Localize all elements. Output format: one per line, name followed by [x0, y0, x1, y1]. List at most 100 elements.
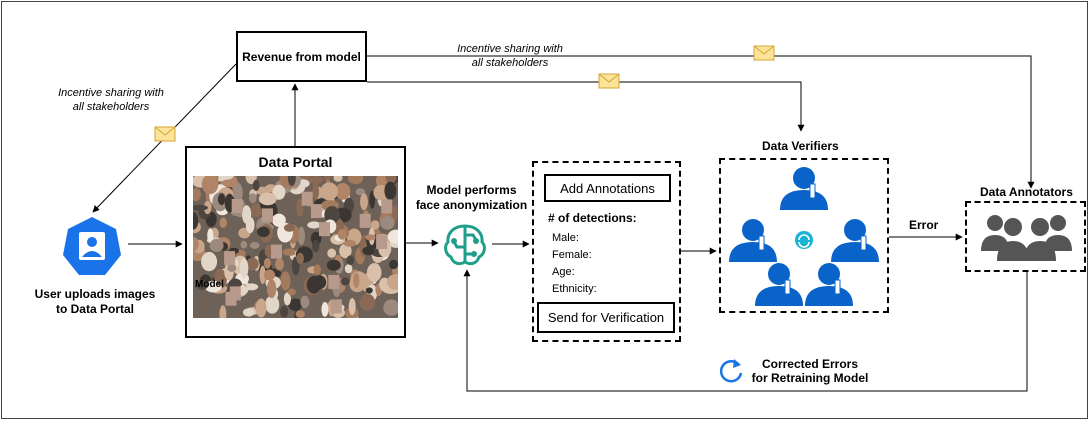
crowd-blob — [282, 248, 297, 256]
crowd-blob — [250, 203, 263, 218]
data-verifiers-title: Data Verifiers — [762, 139, 839, 153]
incentive-label-top: Incentive sharing with all stakeholders — [440, 42, 580, 70]
crowd-blob — [391, 205, 398, 223]
user-upload-label: User uploads images to Data Portal — [20, 287, 170, 317]
crowd-blob — [288, 298, 303, 311]
data-verifiers-node — [719, 158, 889, 313]
crowd-blob — [383, 299, 398, 316]
detections-header: # of detections: — [548, 211, 637, 225]
crowd-blob — [219, 305, 227, 318]
verifier-group — [729, 167, 879, 306]
crowd-blob — [360, 193, 368, 211]
crowd-blob — [283, 292, 291, 306]
incentive-label-top-line2: all stakeholders — [471, 57, 549, 69]
blurred-face — [224, 251, 236, 266]
data-annotators-title: Data Annotators — [980, 185, 1073, 199]
crowd-blob — [209, 239, 224, 252]
send-for-verification-button[interactable]: Send for Verification — [537, 302, 675, 333]
crowd-blob — [207, 228, 214, 243]
crowd-blob — [243, 308, 255, 317]
crowd-blob — [321, 302, 329, 317]
crowd-blob — [196, 280, 209, 290]
model-brain-icon — [444, 224, 486, 266]
crowd-blob — [227, 264, 237, 272]
revenue-node: Revenue from model — [236, 31, 367, 82]
crowd-blob — [343, 239, 356, 247]
crowd-blob — [233, 182, 243, 203]
blurred-face — [231, 199, 243, 213]
crowd-blob — [313, 264, 321, 276]
crowd-blob — [312, 182, 319, 200]
envelope-icon — [753, 45, 775, 61]
crowd-blob — [362, 246, 375, 256]
crowd-blob — [346, 255, 355, 265]
crowd-blob — [246, 257, 259, 271]
crowd-blob — [249, 241, 260, 249]
crowd-blob — [324, 206, 340, 224]
crowd-blob — [280, 305, 289, 318]
add-annotations-button[interactable]: Add Annotations — [544, 174, 671, 202]
blurred-face — [330, 299, 342, 314]
crowd-blob — [193, 204, 208, 211]
crowd-blob — [242, 205, 252, 224]
crowd-blob — [275, 258, 284, 271]
incentive-label-left: Incentive sharing with all stakeholders — [46, 86, 176, 114]
user-upload-label-line1: User uploads images — [34, 287, 156, 301]
data-portal-title: Data Portal — [258, 154, 333, 170]
crowd-blob — [348, 298, 356, 316]
verifier-person-icon — [780, 167, 828, 210]
crowd-blob — [297, 226, 305, 246]
crowd-blob — [265, 295, 280, 314]
user-upload-label-line2: to Data Portal — [55, 302, 134, 316]
crowd-blob — [344, 264, 353, 274]
crowd-blob — [370, 220, 380, 230]
blurred-face — [262, 208, 273, 223]
verifier-person-icon — [831, 219, 879, 262]
crowd-blob — [320, 182, 338, 201]
blurred-face — [310, 204, 322, 219]
crowd-blob — [365, 234, 376, 241]
crowd-blob — [267, 279, 277, 299]
blurred-face — [225, 291, 237, 306]
crowd-blob — [259, 265, 266, 285]
data-annotators-node — [965, 201, 1086, 272]
envelope-icon — [154, 126, 176, 142]
crowd-blob — [327, 248, 337, 258]
crowd-blob — [249, 193, 257, 204]
annotation-panel: Add Annotations # of detections: Male: F… — [532, 161, 681, 342]
blurred-face — [376, 235, 388, 249]
field-ethnicity: Ethnicity: — [552, 283, 597, 295]
corrected-errors-label: Corrected Errors for Retraining Model — [745, 357, 875, 385]
crowd-blob — [239, 284, 247, 296]
data-portal-node: Data Portal Model — [185, 146, 406, 338]
crowd-blob — [353, 273, 360, 288]
crowd-blob — [385, 176, 397, 184]
crowd-image — [193, 176, 398, 318]
crowd-blob — [326, 259, 341, 271]
crowd-blob — [258, 192, 277, 206]
crowd-blob — [287, 288, 296, 296]
crowd-blob — [295, 310, 305, 318]
blurred-face — [271, 244, 282, 259]
crowd-blob — [340, 277, 350, 286]
crowd-blob — [201, 251, 218, 272]
crowd-blob — [193, 212, 199, 230]
envelope-icon — [598, 73, 620, 89]
crowd-blob — [365, 287, 373, 294]
crowd-blob — [366, 263, 382, 282]
crowd-blob — [255, 298, 267, 318]
field-age: Age: — [552, 266, 575, 278]
crowd-blob — [337, 229, 347, 240]
crowd-blob — [264, 269, 275, 281]
crowd-blob — [216, 279, 227, 286]
corrected-errors-line2: for Retraining Model — [751, 371, 869, 385]
edge-annotators-to-model — [463, 269, 1028, 392]
user-upload-icon — [63, 217, 121, 275]
crowd-blob — [348, 176, 364, 185]
crowd-blob — [296, 252, 304, 264]
crowd-blob — [369, 190, 376, 209]
crowd-blob — [298, 179, 310, 188]
crowd-blob — [309, 176, 323, 184]
incentive-label-left-line2: all stakeholders — [72, 101, 150, 113]
